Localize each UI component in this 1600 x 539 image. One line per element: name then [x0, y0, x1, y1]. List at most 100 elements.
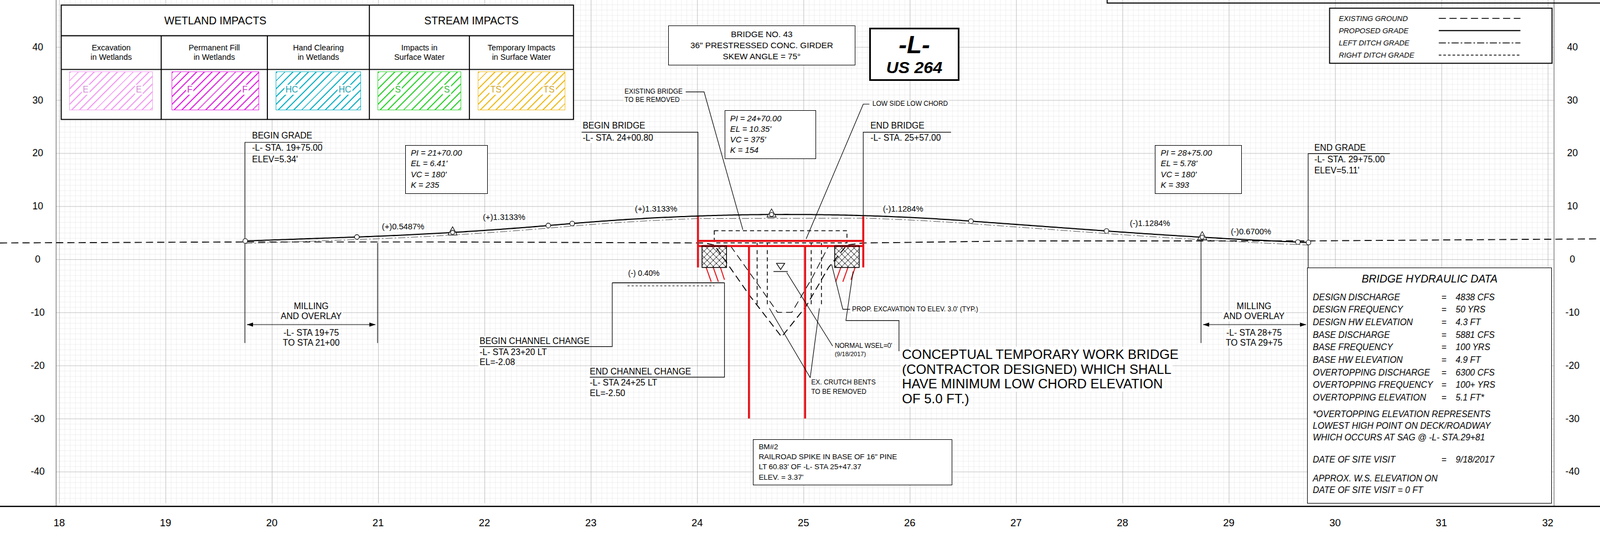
milling-limits [244, 240, 1309, 343]
box-text: SKEW ANGLE = 75° [673, 50, 850, 63]
legend-text: EXISTING GROUND [1337, 14, 1409, 23]
table-cell: = [1441, 291, 1456, 304]
station-tick: 23 [584, 516, 598, 529]
table-note: *OVERTOPPING ELEVATION REPRESENTS LOWEST… [1312, 408, 1547, 443]
table-cell: 4.3 FT [1455, 316, 1547, 329]
station-tick: 31 [1434, 516, 1449, 529]
water-surface-symbol [776, 262, 786, 270]
leader-lines [863, 132, 952, 217]
grade-percent: (-)1.1284% [1128, 218, 1172, 229]
elevation-tick: -30 [1564, 413, 1581, 425]
swatch-letter: F [186, 84, 194, 95]
box-text: PI = 24+70.00 [730, 113, 811, 125]
curve-point [569, 220, 575, 226]
table-cell: DATE OF SITE VISIT [1312, 453, 1442, 467]
legend-line-sample [1438, 17, 1521, 19]
channel-line [627, 285, 715, 286]
box-text: PI = 28+75.00 [1160, 147, 1237, 159]
table-cell: 6300 CFS [1455, 366, 1547, 380]
swatch-letter: E [81, 84, 90, 95]
table-cell: = [1441, 378, 1456, 392]
station-callout: ELEV=5.11' [1313, 165, 1361, 176]
channel-callout: -L- STA 24+25 LT [588, 377, 659, 388]
table-grid: DATE OF SITE VISIT=9/18/2017 [1312, 453, 1547, 467]
box-text: EL = 5.78' [1160, 158, 1237, 169]
legend-heading: STREAM IMPACTS [422, 14, 520, 27]
grade-percent: (-) 0.40% [627, 269, 662, 278]
milling-note: MILLING [292, 301, 330, 312]
legend-line-sample [1438, 54, 1521, 56]
curve-point [1306, 240, 1311, 245]
box-text: VC = 180' [1160, 169, 1237, 180]
proposed-grade-line [245, 214, 1309, 243]
callout-note: NORMAL WSEL=0' [833, 342, 894, 350]
elevation-tick: -10 [1564, 306, 1581, 318]
elevation-tick: 10 [1566, 200, 1579, 212]
station-tick: 18 [52, 516, 67, 529]
sheet-border [0, 505, 1600, 507]
hydraulic-data-table: BRIDGE HYDRAULIC DATA DESIGN DISCHARGE=48… [1307, 267, 1552, 504]
box-text: EL = 10.35' [730, 124, 811, 135]
callout-note: TO BE REMOVED [623, 96, 681, 105]
milling-limits [1200, 240, 1309, 343]
channel-line [612, 282, 725, 283]
proposed-grade [243, 208, 1312, 245]
end-bent-hatch [702, 245, 727, 268]
leader-lines [581, 132, 699, 217]
table-title-text: BRIDGE HYDRAULIC DATA [1312, 271, 1547, 286]
table-cell: = [1441, 453, 1456, 467]
leader-lines [244, 142, 323, 241]
bridge-title-box: BRIDGE NO. 4336" PRESTRESSED CONC. GIRDE… [668, 25, 855, 66]
impact-legend-table [61, 4, 574, 120]
sheet-border [0, 0, 1600, 507]
milling-arrowheads [1203, 322, 1210, 327]
station-callout: -L- STA. 25+57.00 [869, 132, 942, 143]
pi-symbol [1200, 235, 1205, 240]
table-grid: DESIGN DISCHARGE=4838 CFSDESIGN FREQUENC… [1312, 291, 1547, 405]
table-cell: 5.1 FT* [1455, 391, 1547, 405]
end-bent-hatch [834, 245, 860, 268]
legend-line-sample [1438, 42, 1521, 44]
channel-callout: EL=-2.50 [588, 388, 627, 399]
box-text: K = 393 [1160, 179, 1237, 191]
table-footnote: APPROX. W.S. ELEVATION ON DATE OF SITE V… [1312, 472, 1439, 496]
curve-point [968, 218, 974, 224]
station-callout: -L- STA. 24+00.80 [581, 132, 654, 143]
legend-line-samples [1438, 18, 1521, 55]
station-tick: 20 [265, 516, 280, 529]
box-text: VC = 375' [730, 134, 811, 146]
table-cell: = [1441, 391, 1456, 405]
legend-text: LEFT DITCH GRADE [1337, 38, 1411, 48]
callout-note: TO BE REMOVED [809, 388, 868, 396]
legend-text: Impacts in Surface Water [393, 43, 446, 63]
impact-legend-table [61, 4, 574, 120]
milling-note: AND OVERLAY [1222, 311, 1286, 322]
grade-percent: (+)1.3133% [633, 204, 679, 214]
swatch-letter: E [134, 84, 143, 95]
legend-line-sample [1438, 29, 1521, 32]
channel-callout: END CHANNEL CHANGE [588, 366, 693, 377]
table-cell: 50 YRS [1455, 303, 1547, 317]
milling-arrowheads [369, 322, 376, 327]
milling-note: TO STA 21+00 [281, 337, 342, 348]
station-tick: 22 [477, 516, 492, 529]
legend-cell: Temporary Impacts in Surface Water [471, 36, 572, 69]
station-callout: BEGIN BRIDGE [581, 120, 647, 131]
box-text: EL = 6.41' [410, 158, 483, 169]
box-text: LT 60.83' OF -L- STA 25+47.37 [758, 461, 947, 472]
legend-cell: Impacts in Surface Water [371, 36, 468, 69]
milling-note: -L- STA 28+75 [1225, 327, 1283, 338]
elevation-tick: -40 [29, 465, 46, 477]
pi-symbol [769, 212, 774, 217]
profile-grid [55, 0, 1555, 507]
table-cell: = [1441, 303, 1456, 317]
swatch-letter: F [241, 84, 250, 95]
swatch-letter: TS [489, 84, 503, 95]
box-text: BM#2 [758, 441, 947, 452]
box-text: RAILROAD SPIKE IN BASE OF 16" PINE [758, 451, 947, 462]
milling-note: MILLING [1235, 301, 1273, 312]
station-tick: 29 [1221, 516, 1236, 529]
leader-lines [786, 272, 833, 347]
table-cell: = [1441, 353, 1456, 367]
leader-lines [769, 308, 820, 378]
